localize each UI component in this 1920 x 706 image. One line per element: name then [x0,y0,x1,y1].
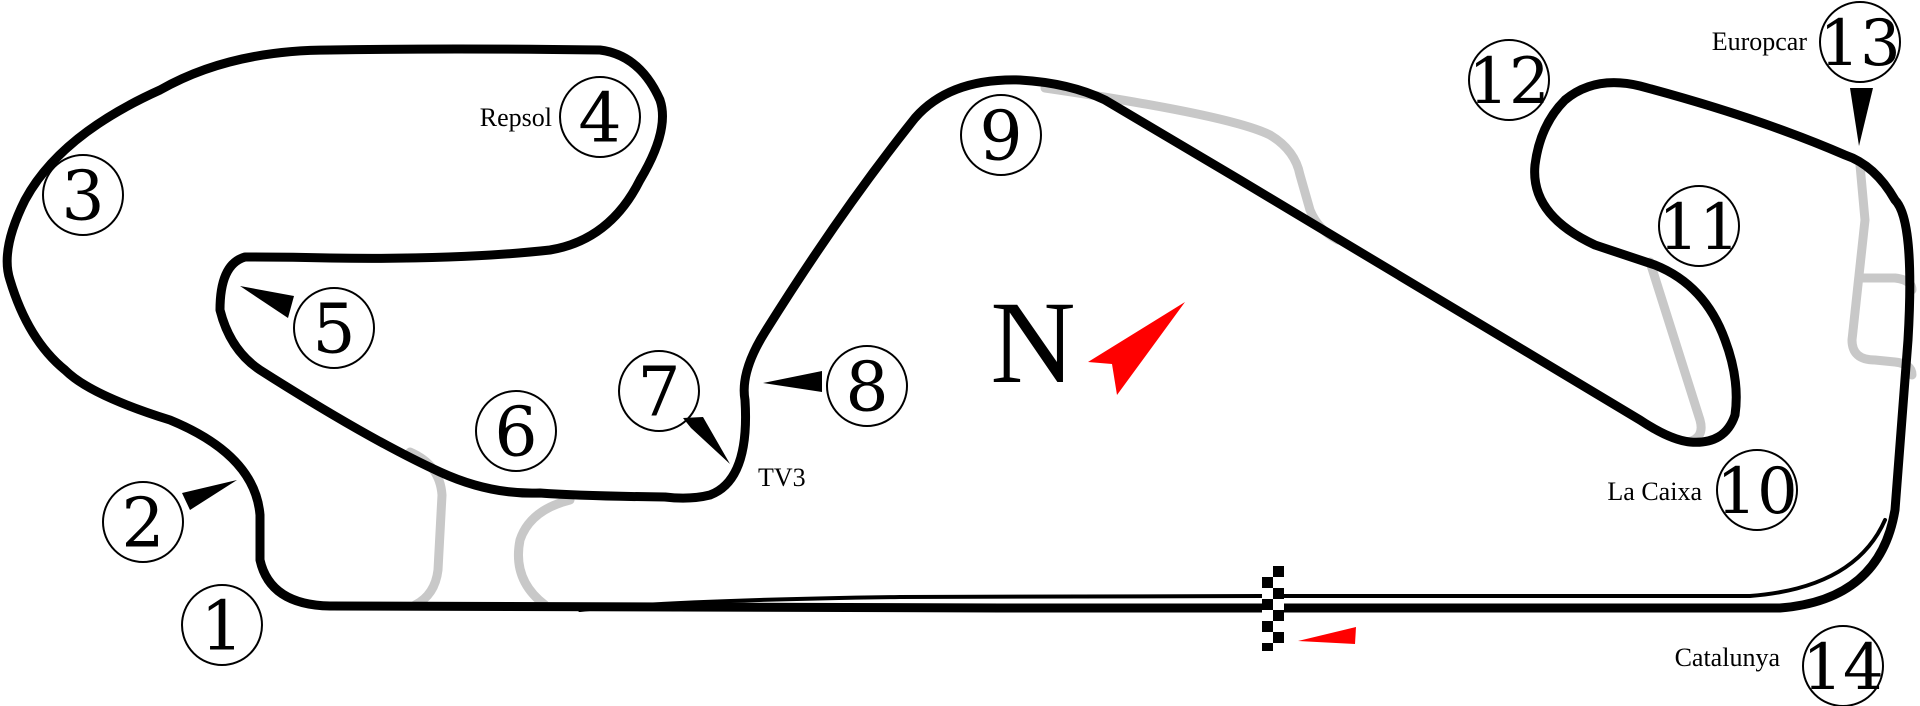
turn-5-marker: 5 [293,287,375,370]
turn-3-marker: 3 [42,154,124,237]
turn-13-sponsor-label: Europcar [1712,27,1808,56]
turn-13-marker: 13 Europcar [1712,1,1901,83]
north-letter: N [990,277,1075,408]
turn-14-sponsor-label: Catalunya [1675,643,1781,672]
turn-8-marker: 8 [826,345,908,428]
turn-4-marker: 4 Repsol [480,76,641,159]
turn-13-number: 13 [1819,7,1900,81]
turn-11-number: 11 [1658,191,1739,265]
north-arrow [1088,302,1185,395]
turn-7-number: 7 [637,354,680,433]
turn-7-sponsor-label: TV3 [758,463,806,492]
turn-10-sponsor-label: La Caixa [1607,477,1702,506]
turn-1-marker: 1 [181,584,263,667]
turn-14-marker: 14 Catalunya [1675,625,1884,706]
pointer-turn2 [182,480,237,510]
alt-section-turn13-branch [1858,273,1917,295]
race-direction-arrow [1298,627,1356,644]
turn-11-marker: 11 [1658,185,1740,267]
turn-5-number: 5 [312,291,355,370]
turn-9-number: 9 [979,98,1022,177]
turn-6-marker: 6 [475,390,557,473]
turn-4-number: 4 [578,80,621,159]
turn-12-number: 12 [1468,45,1549,119]
pointer-turn8 [763,371,822,392]
turn-4-sponsor-label: Repsol [480,103,552,132]
pointer-turn7 [683,417,730,464]
turn-14-number: 14 [1802,631,1883,705]
turn-9-marker: 9 [960,94,1042,177]
start-finish-line [1262,566,1284,651]
alt-section-turn13 [1847,160,1917,380]
alt-section-turn7 [513,495,575,610]
turn-2-marker: 2 [102,481,184,564]
turn-1-number: 1 [200,588,243,667]
turn-10-number: 10 [1716,455,1797,529]
turn-12-marker: 12 [1468,39,1550,121]
main-track [2,44,1915,613]
turn-10-marker: 10 La Caixa [1607,449,1798,531]
corner-pointers [182,88,1873,510]
pointer-turn13 [1850,88,1873,146]
alternate-track-sections [405,83,1917,610]
pointer-turn5 [240,286,294,318]
turn-2-number: 2 [121,485,164,564]
turn-8-number: 8 [845,349,888,428]
turn-3-number: 3 [61,158,104,237]
pit-lane [578,518,1887,612]
turn-6-number: 6 [494,394,537,473]
turn-7-marker: 7 TV3 [618,350,806,492]
